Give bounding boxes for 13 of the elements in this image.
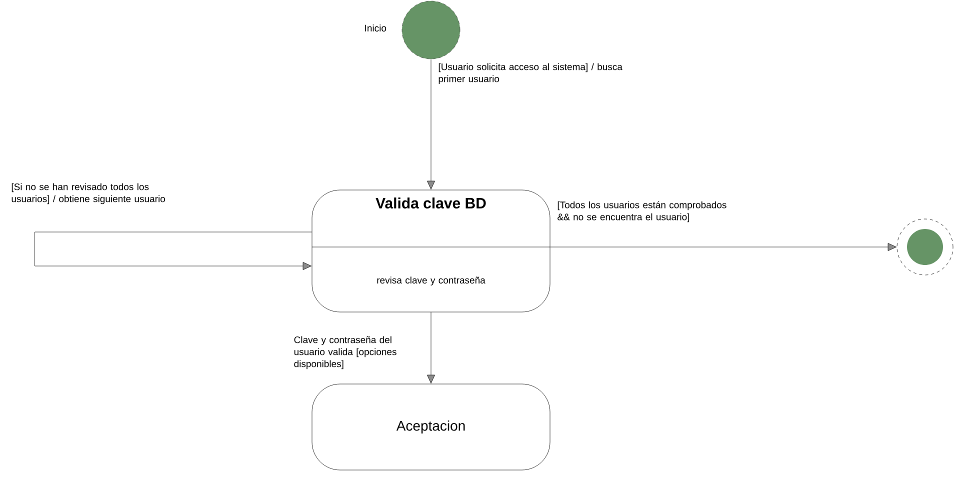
transition-arrow [427,59,435,190]
state-box: Valida clave BD revisa clave y contraseña [312,190,550,312]
initial-state-circle [402,0,460,60]
final-state-icon [896,218,954,276]
state-caption: Inicio [365,24,386,32]
edge-label: [Todos los usuarios están comprobados && no se encuentra el usuario] [558,201,726,222]
edge-label: [Usuario solicita acceso al sistema] / busca primer usuario [438,63,622,84]
transition-arrow [427,312,435,384]
edge-label: Clave y contraseña del usuario valida [opciones disponibles] [294,336,396,370]
edge-label: [Si no se han revisado todos los usuarios] / obtiene siguiente usuario [12,183,165,204]
transition-arrow [550,243,897,251]
transition-arrow [34,232,312,270]
state-box: Aceptacion [312,384,550,470]
